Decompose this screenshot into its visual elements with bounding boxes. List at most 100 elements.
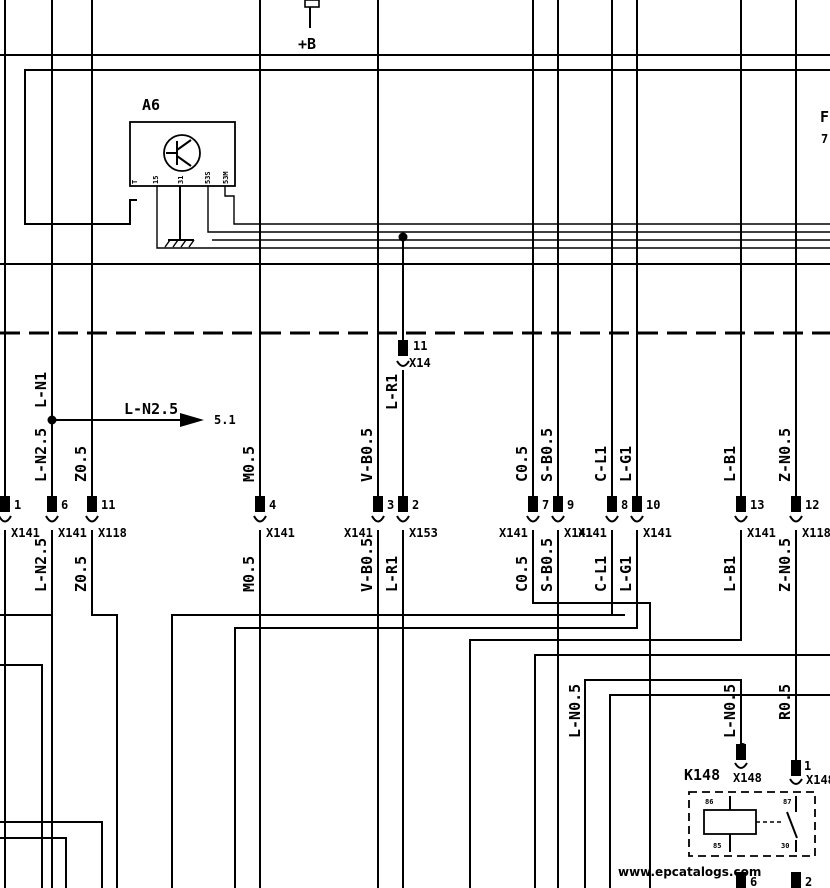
module-ref: A6: [142, 96, 160, 114]
wire-label-top: L-B1: [721, 446, 739, 482]
connector-pin: 11: [101, 498, 115, 512]
relay-bottom-pin-b: 2: [805, 875, 812, 888]
supply-terminal: +B: [298, 0, 320, 53]
connector-socket: [371, 515, 385, 523]
connector-plug: [553, 496, 563, 512]
wire-label-top: C-L1: [592, 446, 610, 482]
connector-id: X118: [802, 526, 830, 540]
connector-pin: 6: [61, 498, 68, 512]
connector-plug: [0, 496, 10, 512]
connector-socket: [253, 515, 267, 523]
connector-id: X141: [11, 526, 40, 540]
ground-symbol: [164, 239, 195, 248]
module-pin-15: 15: [152, 176, 160, 184]
connector-pin: 8: [621, 498, 628, 512]
wire-label-l-n0-5-b: L-N0.5: [721, 684, 739, 738]
connector-id: X141: [643, 526, 672, 540]
wire-label-top: L-N2.5: [32, 428, 50, 482]
connector-socket: [0, 515, 12, 523]
connector-pin: 1: [14, 498, 21, 512]
connector-id: X141: [499, 526, 528, 540]
relay-k148: 3 X148 1 X148 K148 86 87 85 30 6 2: [684, 741, 830, 888]
transistor-symbol: [163, 134, 201, 172]
relay-terminal-85: 85: [713, 842, 721, 850]
connector-pin: 13: [750, 498, 764, 512]
connector-pin: 9: [567, 498, 574, 512]
wire-label-l-n0-5-a: L-N0.5: [566, 684, 584, 738]
connector-plug: [528, 496, 538, 512]
wire-label-bottom: C-L1: [592, 556, 610, 592]
wire-label-bottom: L-G1: [617, 556, 635, 592]
connector-socket: [396, 515, 410, 523]
wire-label-r0-5: R0.5: [776, 684, 794, 720]
relay-pin1-conn: X148: [806, 773, 830, 787]
wire-15: [156, 186, 830, 249]
relay-terminal-87: 87: [783, 798, 791, 806]
module-a6: A6 T 15 31 53S 53M: [129, 96, 236, 187]
connector-plug: [398, 496, 408, 512]
connector-plug: [736, 496, 746, 512]
right-label-2: 7: [821, 132, 828, 146]
wire-53m: [224, 186, 830, 225]
connector-socket: [630, 515, 644, 523]
connector-pin: 12: [805, 498, 819, 512]
connector-plug: [47, 496, 57, 512]
connector-socket: [789, 515, 803, 523]
wire-label-top: S-B0.5: [538, 428, 556, 482]
wire-53s: [207, 186, 830, 233]
module-pin-53m: 53M: [222, 171, 230, 184]
module-pin-t: T: [131, 180, 139, 184]
wire-label-bottom: Z-N0.5: [776, 538, 794, 592]
relay-terminal-86: 86: [705, 798, 713, 806]
wire-label-top: Z0.5: [72, 446, 90, 482]
module-pin-31: 31: [177, 176, 185, 184]
connector-socket: [551, 515, 565, 523]
connector-pin: 3: [387, 498, 394, 512]
connector-id: X141: [266, 526, 295, 540]
relay-box: [688, 791, 816, 857]
arrow-target: 5.1: [214, 413, 236, 427]
connector-plug: [632, 496, 642, 512]
wire-label-l-n1: L-N1: [32, 372, 50, 408]
connector-x14-11: 11 X14: [396, 339, 431, 370]
arrow-wire-label: L-N2.5: [124, 400, 178, 418]
wire-label-bottom: M0.5: [240, 556, 258, 592]
wire-label-l-r1: L-R1: [383, 374, 401, 410]
relay-pin3-conn: X148: [733, 771, 762, 785]
connector-socket: [85, 515, 99, 523]
connector-plug: [607, 496, 617, 512]
right-label-1: F: [820, 108, 829, 126]
connector-pin: 10: [646, 498, 660, 512]
wire-label-top: M0.5: [240, 446, 258, 482]
relay-ref: K148: [684, 766, 720, 784]
connector-plug: [87, 496, 97, 512]
connector-socket: [45, 515, 59, 523]
connector-pin: 7: [542, 498, 549, 512]
wire-label-bottom: V-B0.5: [358, 538, 376, 592]
wire-label-bottom: L-N2.5: [32, 538, 50, 592]
relay-bottom-pin-a: 6: [750, 875, 757, 888]
relay-pin3: 3: [739, 741, 746, 755]
connector-id: X141: [344, 526, 373, 540]
module-pin-53s: 53S: [204, 171, 212, 184]
arrow-to-5-1: L-N2.5 5.1: [47, 400, 236, 427]
wire-label-top: V-B0.5: [358, 428, 376, 482]
connector-plug: [373, 496, 383, 512]
connector-plug: [791, 496, 801, 512]
connector-id: X141: [564, 526, 593, 540]
connector-id: X141: [578, 526, 607, 540]
supply-label: +B: [298, 35, 316, 53]
relay-terminal-30: 30: [781, 842, 789, 850]
connector-row: 1X141L-N2.56X141L-N2.511X118Z0.5Z0.54X14…: [0, 428, 830, 592]
x14-pin: 11: [413, 339, 427, 353]
wire-label-bottom: C0.5: [513, 556, 531, 592]
